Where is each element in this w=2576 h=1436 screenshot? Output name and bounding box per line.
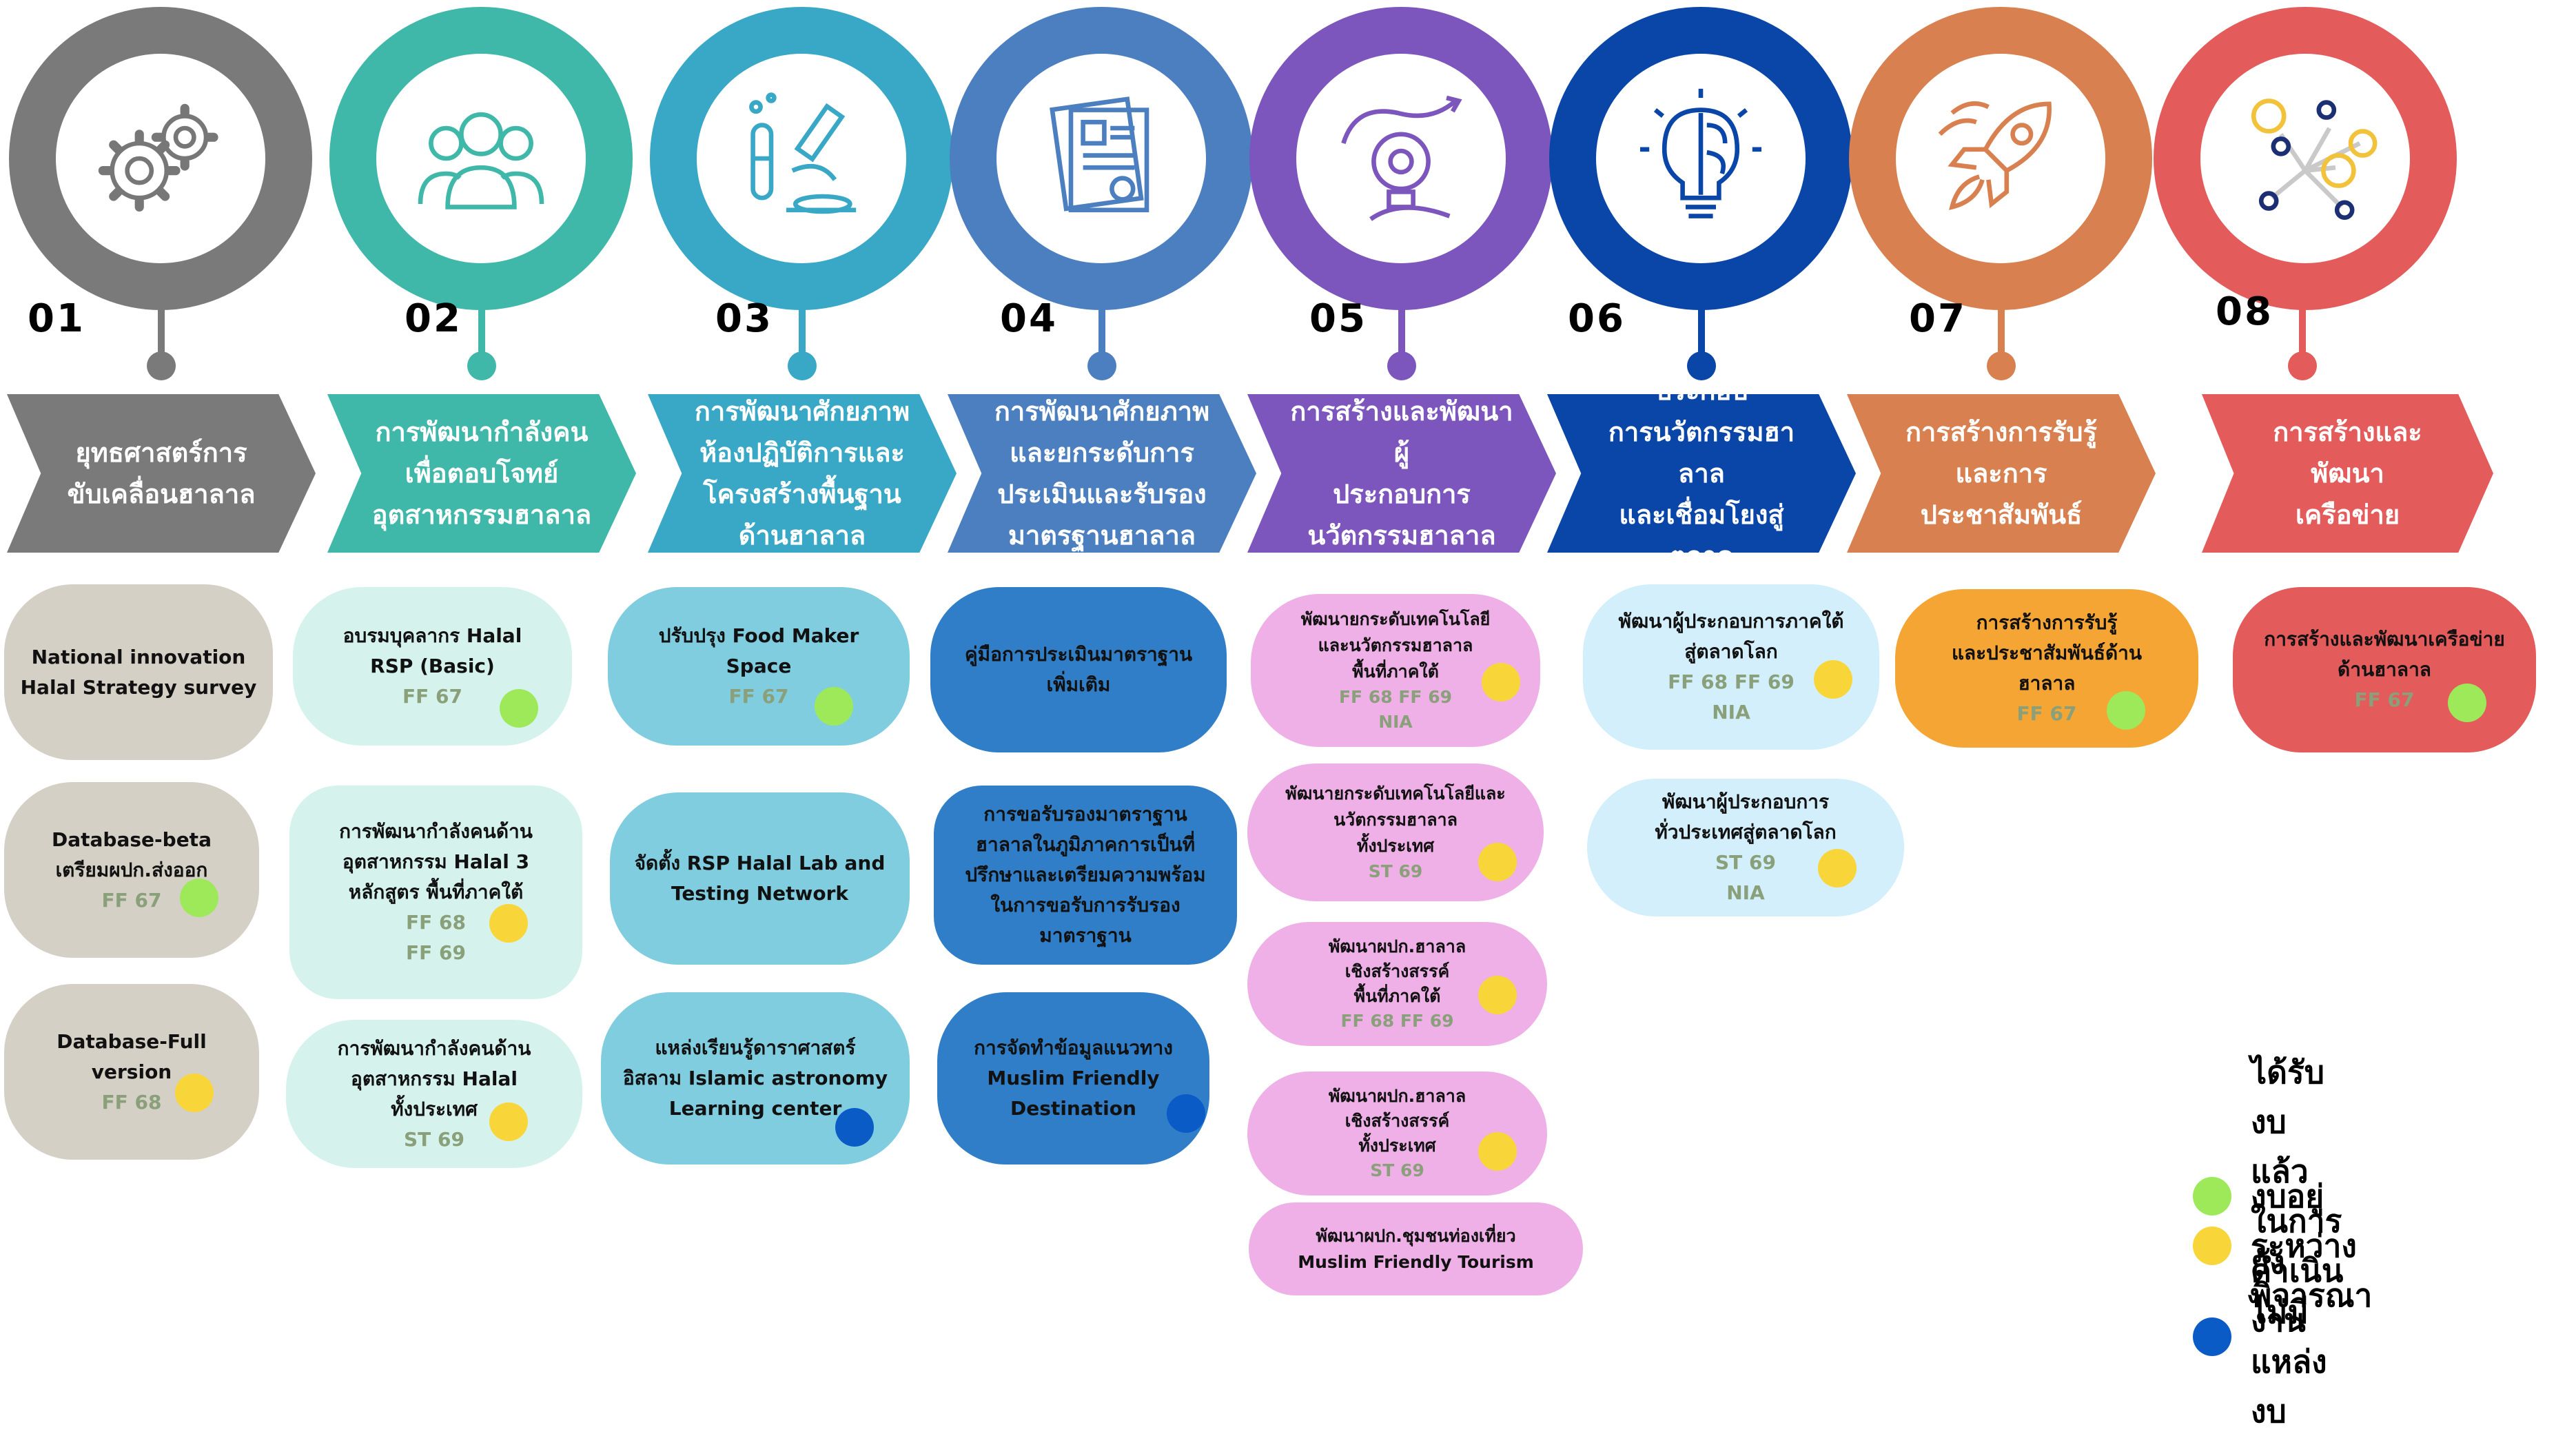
- status-funded-icon: [2448, 684, 2486, 722]
- step-column-7: 07 การสร้างการรับรู้และการ ประชาสัมพันธ์…: [1840, 0, 2198, 1299]
- task-card: พัฒนาผู้ประกอบการภาคใต้ สู่ตลาดโลก FF 68…: [1583, 584, 1879, 750]
- step-ring-8: [2154, 7, 2457, 310]
- step-number: 04: [1000, 296, 1058, 341]
- step-banner-4: การพัฒนาศักยภาพ และยกระดับการ ประเมินและ…: [948, 394, 1256, 553]
- idea-bulb-icon: [1341, 95, 1462, 221]
- legend-item-no-budget: ยังไม่มีแหล่งงบ: [2193, 1238, 2327, 1436]
- task-card: พัฒนาผปก.ชุมชนท่องเที่ยว Muslim Friendly…: [1249, 1202, 1583, 1295]
- status-no-budget-icon: [835, 1108, 874, 1147]
- step-banner-6: การพัฒนาผู้ประกอบ การนวัตกรรมฮาลาล และเช…: [1547, 394, 1856, 553]
- step-ring-1: [9, 7, 312, 310]
- step-title: การพัฒนาศักยภาพ ห้องปฏิบัติการและ โครงสร…: [694, 396, 910, 551]
- step-ring-7: [1849, 7, 2152, 310]
- step-column-8: 08 การสร้างและพัฒนา เครือข่าย การสร้างแล…: [2140, 0, 2536, 1299]
- task-card: การจัดทำข้อมูลแนวทาง Muslim Friendly Des…: [937, 992, 1209, 1165]
- brain-bulb-icon: [1640, 88, 1761, 218]
- step-banner-1: ยุทธศาสตร์การ ขับเคลื่อนฮาลาล: [7, 394, 316, 553]
- step-ring-4: [950, 7, 1253, 310]
- step-column-2: 02 การพัฒนากำลังคน เพื่อตอบโจทย์ อุตสาหก…: [286, 0, 642, 1299]
- step-column-1: 01 ยุทธศาสตร์การ ขับเคลื่อนฮาลาล Nationa…: [0, 0, 322, 1299]
- legend-green-dot-icon: [2193, 1177, 2231, 1216]
- task-card: Database-Full version FF 68: [4, 984, 259, 1160]
- status-pending-icon: [1478, 843, 1517, 881]
- task-card: อบรมบุคลากร Halal RSP (Basic) FF 67: [293, 587, 572, 746]
- task-card: การพัฒนากำลังคนด้าน อุตสาหกรรม Halal 3 ห…: [289, 786, 582, 999]
- task-card: National innovation Halal Strategy surve…: [4, 584, 273, 760]
- task-card: พัฒนาผปก.ฮาลาล เชิงสร้างสรรค์ พื้นที่ภาค…: [1247, 922, 1547, 1046]
- legend-yellow-dot-icon: [2193, 1227, 2231, 1265]
- task-card: คู่มือการประเมินมาตราฐาน เพิ่มเติม: [930, 587, 1227, 752]
- task-card: Database-beta เตรียมผปก.ส่งออก FF 67: [4, 782, 259, 958]
- status-pending-icon: [1814, 660, 1852, 699]
- status-pending-icon: [175, 1074, 214, 1112]
- task-card: พัฒนาผปก.ฮาลาล เชิงสร้างสรรค์ ทั้งประเทศ…: [1247, 1071, 1547, 1196]
- status-pending-icon: [489, 1102, 528, 1141]
- status-funded-icon: [500, 689, 538, 728]
- task-card: พัฒนาผู้ประกอบการ ทั่วประเทศสู่ตลาดโลก S…: [1587, 779, 1904, 916]
- step-banner-2: การพัฒนากำลังคน เพื่อตอบโจทย์ อุตสาหกรรม…: [327, 394, 636, 553]
- step-number: 01: [28, 296, 85, 341]
- step-number: 07: [1909, 296, 1967, 341]
- step-title: การพัฒนากำลังคน เพื่อตอบโจทย์ อุตสาหกรรม…: [371, 417, 592, 530]
- status-pending-icon: [1478, 1132, 1517, 1171]
- step-number: 02: [405, 296, 462, 341]
- step-number: 05: [1309, 296, 1367, 341]
- legend-label: ได้รับงบแล้วในการ ดำเนินงาน: [2251, 1054, 2344, 1339]
- people-icon: [418, 112, 544, 209]
- status-pending-icon: [489, 904, 528, 943]
- step-banner-8: การสร้างและพัฒนา เครือข่าย: [2202, 394, 2493, 553]
- task-card: การสร้างและพัฒนาเครือข่าย ด้านฮาลาล FF 6…: [2233, 587, 2536, 752]
- step-title: การสร้างและพัฒนาผู้ ประกอบการ นวัตกรรมฮา…: [1290, 396, 1513, 551]
- status-pending-icon: [1818, 849, 1857, 888]
- step-title: ยุทธศาสตร์การ ขับเคลื่อนฮาลาล: [67, 438, 256, 509]
- step-banner-3: การพัฒนาศักยภาพ ห้องปฏิบัติการและ โครงสร…: [648, 394, 957, 553]
- step-column-4: 04 การพัฒนาศักยภาพ และยกระดับการ ประเมิน…: [930, 0, 1263, 1299]
- step-column-6: 06 การพัฒนาผู้ประกอบ การนวัตกรรมฮาลาล แล…: [1540, 0, 1904, 1299]
- legend-label: ยังไม่มีแหล่งงบ: [2251, 1244, 2327, 1430]
- task-card: การขอรับรองมาตราฐาน ฮาลาลในภูมิภาคการเป็…: [934, 786, 1237, 965]
- step-ring-6: [1549, 7, 1852, 310]
- task-card: การพัฒนากำลังคนด้าน อุตสาหกรรม Halal ทั้…: [286, 1020, 582, 1168]
- status-pending-icon: [1478, 976, 1517, 1014]
- rocket-icon: [1938, 101, 2052, 210]
- step-column-5: 05 การสร้างและพัฒนาผู้ ประกอบการ นวัตกรร…: [1240, 0, 1583, 1299]
- gears-icon: [98, 103, 218, 212]
- step-number: 08: [2216, 289, 2273, 334]
- step-column-3: 03 การพัฒนาศักยภาพ ห้องปฏิบัติการและ โคร…: [601, 0, 963, 1299]
- legend-blue-dot-icon: [2193, 1317, 2231, 1356]
- status-funded-icon: [2107, 691, 2145, 730]
- task-card: จัดตั้ง RSP Halal Lab and Testing Networ…: [610, 792, 910, 965]
- step-title: การพัฒนาศักยภาพ และยกระดับการ ประเมินและ…: [994, 396, 1210, 551]
- legend-item-funded: ได้รับงบแล้วในการ ดำเนินงาน: [2193, 1047, 2343, 1345]
- task-card: พัฒนายกระดับเทคโนโลยี และนวัตกรรมฮาลาล พ…: [1251, 594, 1540, 747]
- step-banner-7: การสร้างการรับรู้และการ ประชาสัมพันธ์: [1847, 394, 2156, 553]
- status-pending-icon: [1482, 663, 1520, 701]
- status-funded-icon: [180, 879, 218, 917]
- network-icon: [2251, 99, 2378, 220]
- microscope-icon: [749, 92, 857, 214]
- step-title: การสร้างการรับรู้และการ ประชาสัมพันธ์: [1905, 417, 2097, 530]
- step-number: 06: [1568, 296, 1626, 341]
- task-card: การสร้างการรับรู้ และประชาสัมพันธ์ด้าน ฮ…: [1895, 589, 2198, 748]
- step-ring-3: [650, 7, 953, 310]
- step-banner-5: การสร้างและพัฒนาผู้ ประกอบการ นวัตกรรมฮา…: [1247, 394, 1556, 553]
- status-funded-icon: [815, 687, 853, 726]
- step-number: 03: [715, 296, 773, 341]
- step-title: การสร้างและพัฒนา เครือข่าย: [2273, 417, 2422, 530]
- certificate-icon: [1050, 96, 1149, 213]
- task-card: ปรับปรุง Food Maker Space FF 67: [608, 587, 910, 746]
- step-title: การพัฒนาผู้ประกอบ การนวัตกรรมฮาลาล และเช…: [1608, 334, 1795, 571]
- task-card: พัฒนายกระดับเทคโนโลยีและ นวัตกรรมฮาลาล ท…: [1247, 763, 1544, 901]
- task-card: แหล่งเรียนรู้ดาราศาสตร์ อิสลาม Islamic a…: [601, 992, 910, 1165]
- step-ring-5: [1249, 7, 1553, 310]
- step-ring-2: [329, 7, 633, 310]
- status-no-budget-icon: [1167, 1094, 1205, 1133]
